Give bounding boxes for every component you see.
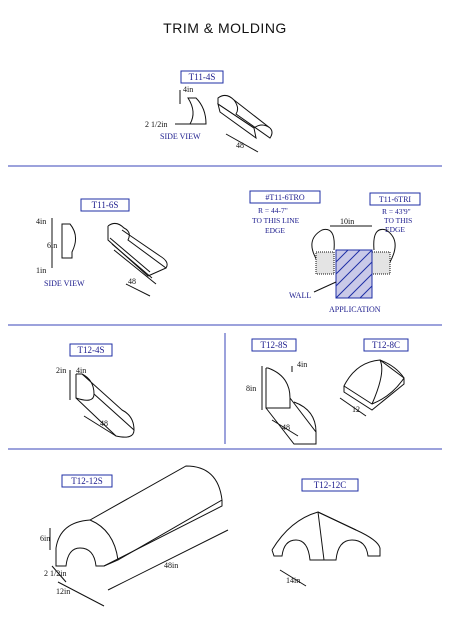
view-label: SIDE VIEW [160,132,201,141]
code-box [80,198,130,212]
gap-dim: 10in [340,217,354,226]
cross-vault-ridges [317,511,357,561]
length-dim: 48 [100,419,108,428]
wall-label: WALL [289,291,311,300]
code-box [180,70,224,84]
product-t12-12s: T12-12S 6in 2 1/2in 12in 48in [40,465,229,607]
corner-ridges [371,359,405,405]
length-dim-line [107,529,229,591]
application-diagram: #T11-6TRO R = 44-7" TO THIS LINE EDGE T1… [249,190,421,314]
height-dim: 4in [183,85,193,94]
tro-code: #T11-6TRO [265,193,304,202]
product-t12-4s: T12-4S 2in 4in 48 [56,343,135,438]
half-cylinder-top [55,465,223,561]
product-t12-8c: T12-8C 12 [339,338,409,417]
molding-face [217,102,257,140]
tro-code-box [249,190,321,204]
molding-bottom [265,407,317,445]
tro-note-2: EDGE [265,226,285,235]
corner-base [343,378,405,411]
product-t12-12c: T12-12C 14in [271,478,381,587]
right-stone-block [371,251,391,275]
height-dim: 2in [56,366,66,375]
product-code: T12-12C [314,480,347,490]
tri-note-1: TO THIS [384,216,412,225]
right-trim-profile [373,228,396,263]
product-code: T12-8C [372,340,400,350]
left-stone-block [315,251,335,275]
side-profile [61,223,76,259]
molding-bottom [75,397,135,438]
length-dim: 48 [128,277,136,286]
half-cylinder-end [55,500,223,567]
length-dim-line [279,569,307,587]
product-t11-4s: T11-4S 4in 2 1/2in SIDE VIEW 48 [145,70,273,153]
inner-curve [89,519,119,567]
product-t11-6s: T11-6S 4in 6in 1in SIDE VIEW 48 [36,198,168,297]
tri-code-box [369,192,421,206]
molding-end [75,374,95,401]
tri-code: T11-6TRI [379,195,411,204]
product-code: T11-6S [92,200,119,210]
tro-note-1: TO THIS LINE [252,216,300,225]
side-profile [187,97,207,125]
width-dim-line [57,581,105,607]
height-dim: 6in [40,534,50,543]
width-dim: 12in [56,587,70,596]
length-dim: 48 [236,141,244,150]
product-code: T11-4S [189,72,216,82]
depth-dim: 2 1/2in [44,569,66,578]
code-box [61,474,113,488]
wall-section [335,249,373,299]
product-code: T12-12S [71,476,103,486]
width-dim: 4in [76,366,86,375]
bottom-dim: 1in [36,266,46,275]
code-box [69,343,113,357]
page-title: TRIM & MOLDING [163,20,287,36]
molding-top [217,94,271,129]
height-dim: 8in [246,384,256,393]
product-t12-8s: T12-8S 8in 4in 48 [246,338,317,445]
molding-grooves [109,237,157,285]
length-dim: 12 [352,405,360,414]
product-code: T12-4S [78,345,105,355]
wall-leader [313,281,337,293]
molding-end [265,368,291,409]
molding-top [266,367,317,434]
length-dim-line [83,415,117,437]
cross-vault-arches [271,539,381,561]
middle-dim: 6in [47,241,57,250]
code-box [301,478,359,492]
molding-top [76,373,135,432]
application-caption: APPLICATION [329,305,381,314]
molding-top [107,222,168,269]
code-box [251,338,297,352]
length-dim-line [125,283,151,297]
section-dividers [8,165,442,450]
length-dim-line [339,397,367,417]
tri-note-2: EDGE [385,225,405,234]
tri-radius: R = 43'9" [382,207,411,216]
width-dim: 4in [297,360,307,369]
tro-radius: R = 44-7" [258,206,288,215]
left-trim-profile [311,228,335,263]
molding-curve [233,99,273,139]
product-code: T12-8S [261,340,288,350]
length-dim: 14in [286,576,300,585]
depth-dim: 2 1/2in [145,120,167,129]
length-dim-line [225,133,259,153]
length-dim: 48 [282,423,290,432]
view-label: SIDE VIEW [44,279,85,288]
top-dim: 4in [36,217,46,226]
length-dim: 48in [164,561,178,570]
depth-dim-line [51,565,67,583]
length-dim-line [271,419,299,437]
code-box [363,338,409,352]
wall-hatch [335,249,373,299]
